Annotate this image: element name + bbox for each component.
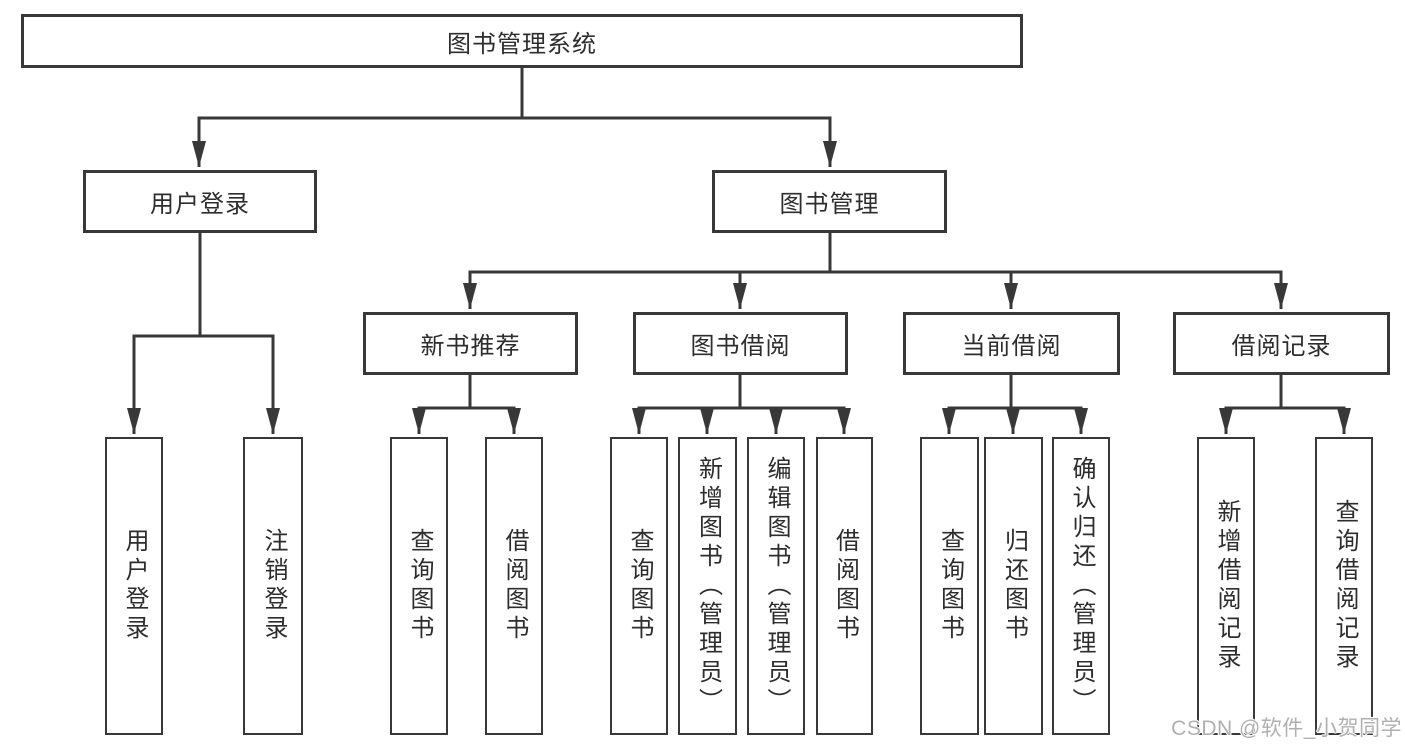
connector-recommend-to-leaves <box>412 373 521 434</box>
node-borrow-records-label: 借阅记录 <box>1231 333 1332 360</box>
leaf-borrow-edit-books-admin-label: 编辑图书（管理员） <box>763 455 790 717</box>
leaf-borrow-add-books-admin-label: 新增图书（管理员） <box>694 455 722 717</box>
node-new-book-recommend-label: 新书推荐 <box>420 333 521 360</box>
connector-root-to-level2 <box>192 66 837 167</box>
leaf-borrow-borrow-books: 借阅图书 <box>816 437 873 735</box>
leaf-logout-label: 注销登录 <box>260 528 287 644</box>
leaf-records-add-record-label: 新增借阅记录 <box>1213 499 1240 673</box>
leaf-logout: 注销登录 <box>243 437 303 735</box>
leaf-records-query-record-label: 查询借阅记录 <box>1331 499 1358 673</box>
node-book-management-label: 图书管理 <box>779 191 880 218</box>
leaf-borrow-add-books-admin: 新增图书（管理员） <box>678 437 737 735</box>
connector-userlogin-to-leaves <box>127 231 280 434</box>
leaf-current-return-books: 归还图书 <box>984 437 1043 735</box>
csdn-watermark: CSDN @软件_小贺同学 <box>1171 717 1402 740</box>
leaf-current-confirm-return-admin-label: 确认归还（管理员） <box>1068 455 1095 717</box>
leaf-borrow-edit-books-admin: 编辑图书（管理员） <box>747 437 805 735</box>
node-current-borrow: 当前借阅 <box>903 312 1120 375</box>
connector-records-to-leaves <box>1219 373 1351 434</box>
node-new-book-recommend: 新书推荐 <box>363 312 578 375</box>
leaf-user-login-label: 用户登录 <box>121 528 148 644</box>
node-current-borrow-label: 当前借阅 <box>961 333 1062 360</box>
leaf-user-login: 用户登录 <box>105 437 163 735</box>
connector-bookmgmt-to-level3 <box>463 231 1288 309</box>
leaf-recommend-query-books: 查询图书 <box>390 437 448 735</box>
node-user-login: 用户登录 <box>83 170 317 233</box>
node-book-borrow-label: 图书借阅 <box>690 333 791 360</box>
leaf-current-confirm-return-admin: 确认归还（管理员） <box>1052 437 1110 735</box>
leaf-borrow-query-books-label: 查询图书 <box>626 528 653 644</box>
leaf-borrow-borrow-books-label: 借阅图书 <box>831 528 859 644</box>
connector-borrow-to-leaves <box>632 373 851 434</box>
leaf-current-query-books: 查询图书 <box>920 437 979 735</box>
node-borrow-records: 借阅记录 <box>1173 312 1390 375</box>
leaf-records-query-record: 查询借阅记录 <box>1315 437 1373 735</box>
leaf-records-add-record: 新增借阅记录 <box>1197 437 1255 735</box>
leaf-current-return-books-label: 归还图书 <box>1000 528 1028 644</box>
node-book-borrow: 图书借阅 <box>633 312 848 375</box>
connector-current-to-leaves <box>942 373 1088 434</box>
leaf-recommend-borrow-books-label: 借阅图书 <box>501 528 528 644</box>
node-book-management: 图书管理 <box>712 170 947 233</box>
node-book-system-label: 图书管理系统 <box>447 30 597 58</box>
leaf-recommend-borrow-books: 借阅图书 <box>485 437 543 735</box>
leaf-borrow-query-books: 查询图书 <box>610 437 668 735</box>
leaf-recommend-query-books-label: 查询图书 <box>406 528 433 644</box>
leaf-current-query-books-label: 查询图书 <box>936 528 964 644</box>
node-book-system: 图书管理系统 <box>21 14 1023 68</box>
node-user-login-label: 用户登录 <box>150 191 250 218</box>
